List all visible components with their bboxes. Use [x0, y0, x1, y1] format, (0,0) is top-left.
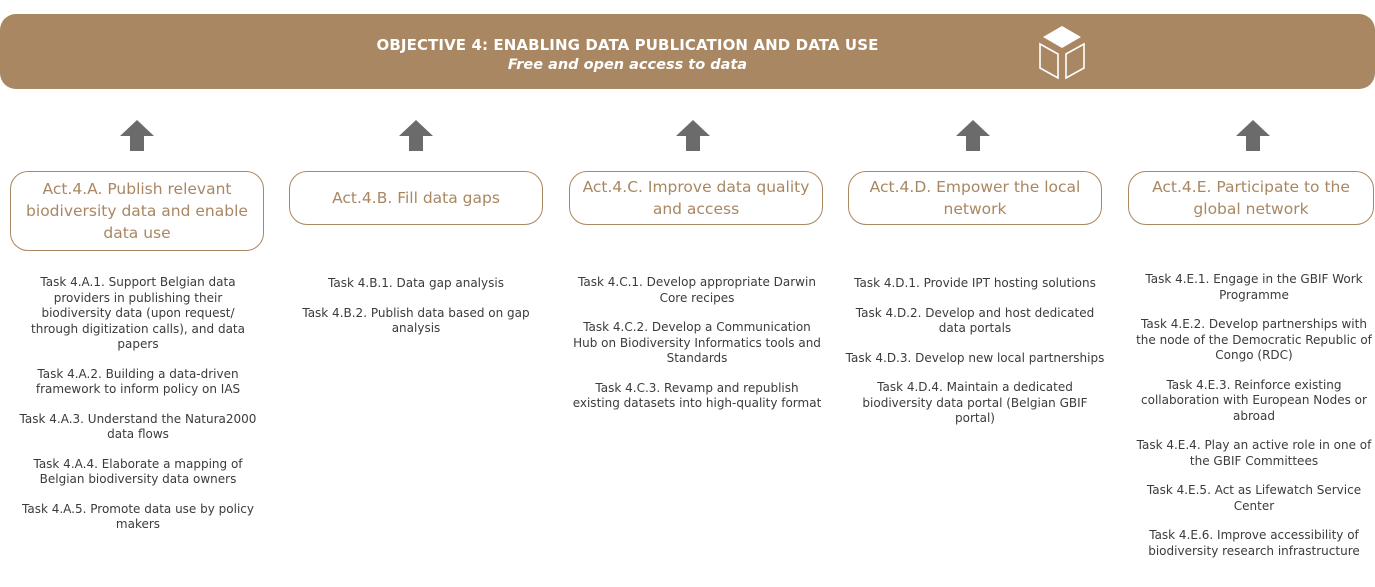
task-item: Task 4.E.4. Play an active role in one o…: [1136, 438, 1372, 468]
task-item: Task 4.D.2. Develop and host dedicated d…: [855, 305, 1095, 336]
objective-banner: OBJECTIVE 4: ENABLING DATA PUBLICATION A…: [0, 14, 1375, 89]
objective-subtitle: Free and open access to data: [507, 57, 748, 73]
task-list-d: Task 4.D.1. Provide IPT hosting solution…: [845, 276, 1105, 441]
task-item: Task 4.C.1. Develop appropriate Darwin C…: [578, 275, 816, 305]
task-item: Task 4.D.3. Develop new local partnershi…: [845, 350, 1105, 365]
task-item: Task 4.E.5. Act as Lifewatch Service Cen…: [1146, 483, 1362, 513]
task-item: Task 4.A.1. Support Belgian data provide…: [31, 275, 245, 351]
task-list-e: Task 4.E.1. Engage in the GBIF Work Prog…: [1136, 272, 1372, 573]
arrow-up-icon: [1236, 118, 1270, 152]
task-item: Task 4.D.1. Provide IPT hosting solution…: [854, 276, 1096, 290]
task-item: Task 4.E.3. Reinforce existing collabora…: [1141, 377, 1367, 423]
arrow-up-icon: [399, 118, 433, 152]
task-item: Task 4.D.4. Maintain a dedicated biodive…: [862, 380, 1088, 425]
task-item: Task 4.B.2. Publish data based on gap an…: [302, 305, 530, 336]
activity-label: Act.4.B. Fill data gaps: [332, 189, 500, 207]
task-item: Task 4.E.6. Improve accessibility of bio…: [1148, 528, 1360, 558]
activity-label: Act.4.E. Participate to the global netwo…: [1152, 178, 1350, 218]
task-item: Task 4.A.2. Building a data-driven frame…: [35, 366, 241, 397]
task-item: Task 4.A.4. Elaborate a mapping of Belgi…: [33, 456, 243, 487]
task-list-b: Task 4.B.1. Data gap analysis Task 4.B.2…: [300, 276, 532, 351]
task-item: Task 4.E.2. Develop partnerships with th…: [1136, 317, 1372, 362]
task-item: Task 4.A.3. Understand the Natura2000 da…: [19, 411, 257, 442]
activity-box-a: Act.4.A. Publish relevant biodiversity d…: [10, 171, 264, 251]
activity-box-b: Act.4.B. Fill data gaps: [289, 171, 543, 225]
activity-label: Act.4.D. Empower the local network: [869, 178, 1081, 218]
task-list-c: Task 4.C.1. Develop appropriate Darwin C…: [572, 275, 822, 426]
objective-title: OBJECTIVE 4: ENABLING DATA PUBLICATION A…: [376, 36, 879, 54]
activity-box-e: Act.4.E. Participate to the global netwo…: [1128, 171, 1374, 225]
task-item: Task 4.A.5. Promote data use by policy m…: [22, 501, 254, 532]
task-item: Task 4.B.1. Data gap analysis: [328, 276, 504, 290]
cube-icon: [1036, 22, 1088, 84]
arrow-up-icon: [676, 118, 710, 152]
activity-label: Act.4.C. Improve data quality and access: [582, 178, 810, 218]
activity-box-d: Act.4.D. Empower the local network: [848, 171, 1102, 225]
arrow-up-icon: [956, 118, 990, 152]
task-item: Task 4.E.1. Engage in the GBIF Work Prog…: [1145, 272, 1363, 302]
activity-box-c: Act.4.C. Improve data quality and access: [569, 171, 823, 225]
task-item: Task 4.C.3. Revamp and republish existin…: [572, 380, 822, 411]
arrow-up-icon: [120, 118, 154, 152]
activity-label: Act.4.A. Publish relevant biodiversity d…: [26, 180, 248, 242]
task-item: Task 4.C.2. Develop a Communication Hub …: [573, 320, 821, 365]
task-list-a: Task 4.A.1. Support Belgian data provide…: [18, 275, 258, 547]
